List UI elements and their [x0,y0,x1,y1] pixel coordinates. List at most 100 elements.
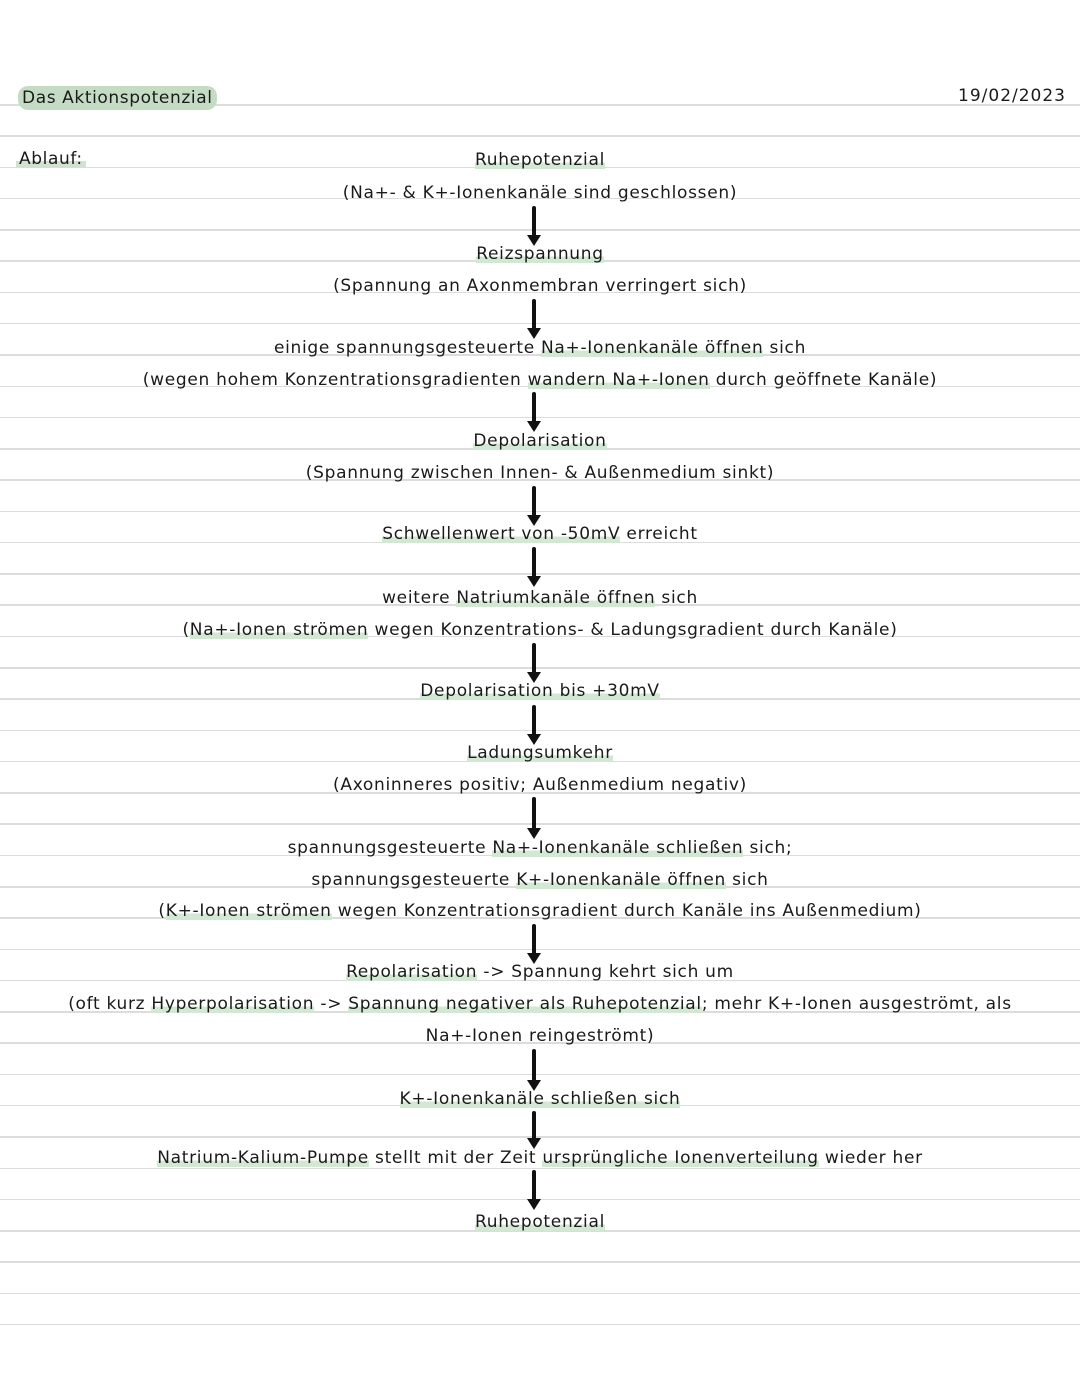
ruled-line [0,1073,1080,1076]
step-text: -> Spannung kehrt sich um [477,962,734,982]
ruled-line [0,1136,1080,1138]
step-text: (wegen hohem Konzentrationsgradienten [142,370,528,390]
arrow-down-icon [527,299,541,339]
step-text: wegen Konzentrations- & Ladungsgradient … [368,620,898,640]
ruled-line [0,979,1080,982]
flow-step: spannungsgesteuerte K+-Ionenkanäle öffne… [0,868,1080,892]
page-title: Das Aktionspotenzial [18,86,217,110]
flow-step: Ruhepotenzial [0,1210,1080,1234]
step-text: durch geöffnete Kanäle) [709,370,938,390]
ruled-line [0,510,1080,513]
flow-step: K+-Ionenkanäle schließen sich [0,1087,1080,1111]
ruled-line [0,729,1080,732]
arrow-down-icon [527,1170,541,1210]
highlighted-text: Na+-Ionenkanäle öffnen [540,338,764,358]
step-text: stellt mit der Zeit [368,1148,543,1168]
flow-step: Natrium-Kalium-Pumpe stellt mit der Zeit… [0,1146,1080,1170]
ruled-line [0,948,1080,951]
step-text: Na+-Ionen reingeströmt) [425,1026,655,1046]
arrow-down-icon [527,206,541,246]
highlighted-text: Na+-Ionenkanäle schließen [492,838,744,858]
step-text: (Spannung an Axonmembran verringert sich… [333,276,747,296]
step-text: wegen Konzentrationsgradient durch Kanäl… [331,901,922,921]
arrow-down-icon [527,705,541,745]
arrow-down-icon [527,1049,541,1091]
ruled-line [0,1042,1080,1044]
arrow-down-icon [527,643,541,683]
ruled-line [0,917,1080,919]
flow-step: Depolarisation [0,429,1080,453]
highlighted-text: K+-Ionenkanäle schließen sich [399,1089,681,1109]
step-text: erreicht [620,524,698,544]
ruled-line [0,1323,1080,1326]
step-text: (Spannung zwischen Innen- & Außenmedium … [305,463,775,483]
flow-step: (oft kurz Hyperpolarisation -> Spannung … [0,992,1080,1016]
ruled-line [0,1167,1080,1170]
highlighted-text: Schwellenwert von -50mV [382,524,621,544]
highlighted-text: Reizspannung [476,244,604,264]
flow-step: (Spannung an Axonmembran verringert sich… [0,274,1080,298]
ruled-line [0,135,1080,137]
step-text: sich [763,338,807,358]
flow-step: Repolarisation -> Spannung kehrt sich um [0,960,1080,984]
ruled-line [0,229,1080,231]
ruled-line [0,322,1080,325]
highlighted-text: Hyperpolarisation [151,994,315,1014]
step-text: spannungsgesteuerte [311,870,517,890]
ruled-line [0,197,1080,200]
step-text: (oft kurz [68,994,152,1014]
page-date: 19/02/2023 [958,86,1066,106]
flow-step: (K+-Ionen strömen wegen Konzentrationsgr… [0,899,1080,923]
highlighted-text: wandern Na+-Ionen [527,370,710,390]
arrow-down-icon [527,1111,541,1149]
flow-step: Schwellenwert von -50mV erreicht [0,522,1080,546]
flow-step: (wegen hohem Konzentrationsgradienten wa… [0,368,1080,392]
step-text: sich; [743,838,793,858]
step-text: ( [158,901,166,921]
step-text: ( [182,620,190,640]
flow-step: Na+-Ionen reingeströmt) [0,1024,1080,1048]
ruled-line [0,667,1080,669]
ruled-line [0,792,1080,794]
highlighted-text: K+-Ionenkanäle öffnen [516,870,726,890]
step-text: einige spannungsgesteuerte [273,338,541,358]
highlighted-text: Ruhepotenzial [474,150,606,170]
ruled-line [0,823,1080,825]
flow-step: Ladungsumkehr [0,741,1080,765]
ruled-line [0,416,1080,419]
highlighted-text: ursprüngliche Ionenverteilung [542,1148,819,1168]
arrow-down-icon [527,486,541,526]
step-text: sich [655,588,698,608]
highlighted-text: Ladungsumkehr [467,743,613,763]
highlighted-text: Ruhepotenzial [474,1212,606,1232]
ruled-line [0,354,1080,356]
highlighted-text: Natriumkanäle öffnen [456,588,656,608]
flow-step: Depolarisation bis +30mV [0,679,1080,703]
highlighted-text: Depolarisation bis +30mV [420,681,660,701]
ruled-line [0,573,1080,575]
arrow-down-icon [527,547,541,587]
flow-step: spannungsgesteuerte Na+-Ionenkanäle schl… [0,836,1080,860]
arrow-down-icon [527,392,541,432]
ruled-line [0,635,1080,638]
flow-step: Reizspannung [0,242,1080,266]
step-text: sich [725,870,769,890]
step-text: -> [314,994,349,1014]
step-text: (Axoninneres positiv; Außenmedium negati… [333,775,747,795]
ruled-line [0,1261,1080,1263]
flow-step: (Na+-Ionen strömen wegen Konzentrations-… [0,618,1080,642]
section-label-ablauf: Ablauf: [16,148,86,170]
highlighted-text: Depolarisation [473,431,607,451]
step-text: wieder her [818,1148,923,1168]
step-text: weitere [382,588,457,608]
highlighted-text: Spannung negativer als Ruhepotenzial [348,994,702,1014]
ruled-line [0,479,1080,481]
flow-step: Ruhepotenzial [0,148,1080,172]
flow-step: (Axoninneres positiv; Außenmedium negati… [0,773,1080,797]
flow-step: weitere Natriumkanäle öffnen sich [0,586,1080,610]
step-text: spannungsgesteuerte [287,838,493,858]
flow-step: (Spannung zwischen Innen- & Außenmedium … [0,461,1080,485]
flow-step: (Na+- & K+-Ionenkanäle sind geschlossen) [0,181,1080,205]
step-text: (Na+- & K+-Ionenkanäle sind geschlossen) [342,183,738,203]
ruled-line [0,104,1080,106]
